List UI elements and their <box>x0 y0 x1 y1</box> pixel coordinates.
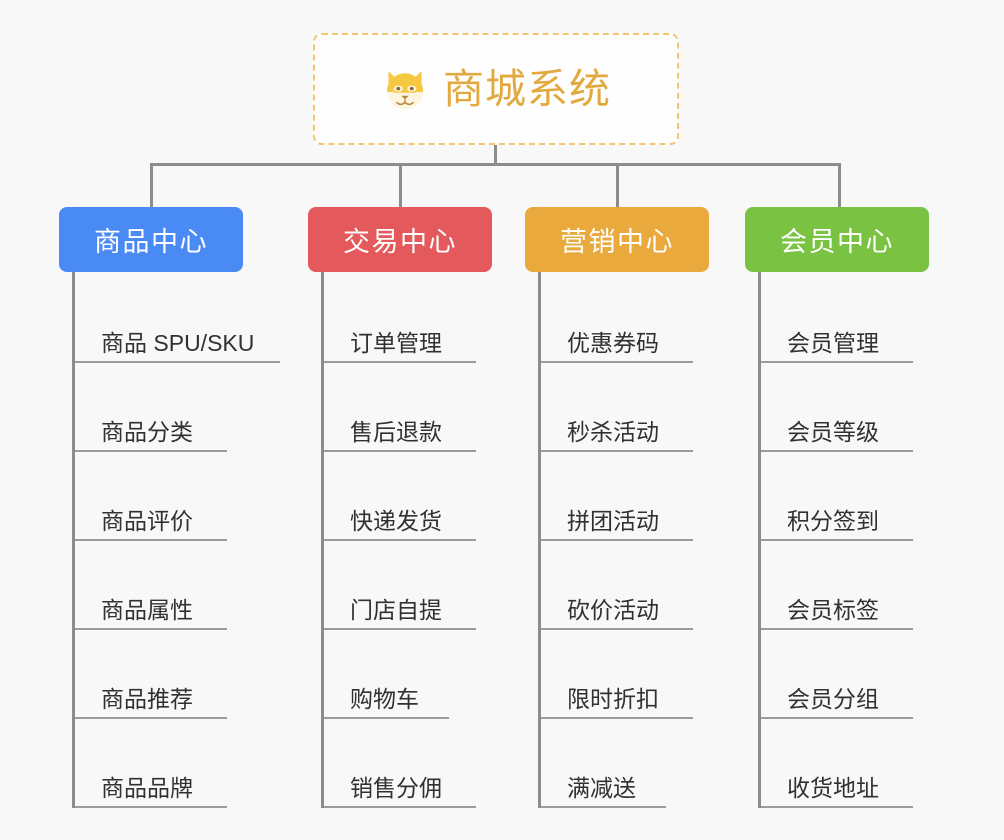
list-item[interactable]: 优惠券码 <box>541 274 709 363</box>
list-item[interactable]: 商品属性 <box>75 541 254 630</box>
list-item-rule <box>75 450 227 452</box>
list-item[interactable]: 拼团活动 <box>541 452 709 541</box>
root-node-title: 商城系统 <box>443 65 611 112</box>
column-items-product-center: 商品 SPU/SKU 商品分类 商品评价 商品属性 商品推荐 商品品牌 <box>72 272 280 808</box>
list-item-rule <box>75 628 227 630</box>
list-item[interactable]: 商品推荐 <box>75 630 254 719</box>
list-item-rule <box>541 628 693 630</box>
list-item-rule <box>324 628 476 630</box>
list-item-rule <box>324 361 476 363</box>
list-item-label: 商品 SPU/SKU <box>101 329 255 356</box>
column-header-label: 会员中心 <box>780 227 894 257</box>
list-item[interactable]: 购物车 <box>324 630 492 719</box>
list-item[interactable]: 快递发货 <box>324 452 492 541</box>
list-item-rule <box>324 450 476 452</box>
list-item-label: 收货地址 <box>787 774 879 801</box>
list-item-rule <box>541 806 666 808</box>
list-item[interactable]: 限时折扣 <box>541 630 709 719</box>
list-item-rule <box>75 717 227 719</box>
column-header-member-center[interactable]: 会员中心 <box>745 207 929 272</box>
list-item-rule <box>75 361 280 363</box>
list-item-rule <box>541 539 693 541</box>
connector-drop-marketing-center <box>616 163 619 209</box>
column-product-center: 商品中心 商品 SPU/SKU 商品分类 商品评价 商品属性 商品推荐 <box>59 207 280 808</box>
list-item-rule <box>324 539 476 541</box>
list-item-label: 拼团活动 <box>567 507 659 534</box>
list-item-rule <box>75 806 227 808</box>
list-item[interactable]: 会员分组 <box>761 630 929 719</box>
connector-root-stem <box>494 145 497 165</box>
list-item[interactable]: 售后退款 <box>324 363 492 452</box>
connector-drop-trade-center <box>399 163 402 209</box>
column-member-center: 会员中心 会员管理 会员等级 积分签到 会员标签 会员分组 <box>745 207 929 808</box>
list-item-label: 积分签到 <box>787 507 879 534</box>
list-item-rule <box>541 450 693 452</box>
column-header-label: 商品中心 <box>94 227 208 257</box>
list-item[interactable]: 会员管理 <box>761 274 929 363</box>
column-trade-center: 交易中心 订单管理 售后退款 快递发货 门店自提 购物车 <box>308 207 492 808</box>
list-item-rule <box>761 539 913 541</box>
list-item-label: 满减送 <box>567 774 636 801</box>
list-item-label: 快递发货 <box>350 507 442 534</box>
list-item-label: 订单管理 <box>350 329 442 356</box>
list-item-rule <box>761 806 913 808</box>
list-item[interactable]: 商品评价 <box>75 452 254 541</box>
list-item-label: 砍价活动 <box>567 596 659 623</box>
list-item-rule <box>541 717 693 719</box>
column-items-marketing-center: 优惠券码 秒杀活动 拼团活动 砍价活动 限时折扣 满减送 <box>538 272 709 808</box>
connector-drop-product-center <box>150 163 153 209</box>
list-item-label: 门店自提 <box>350 596 442 623</box>
list-item-label: 会员标签 <box>787 596 879 623</box>
column-header-label: 交易中心 <box>343 227 457 257</box>
list-item-label: 限时折扣 <box>567 685 659 712</box>
list-item[interactable]: 门店自提 <box>324 541 492 630</box>
shiba-dog-face-icon <box>387 71 423 110</box>
list-item-label: 商品属性 <box>101 596 193 623</box>
list-item-rule <box>324 806 476 808</box>
column-header-trade-center[interactable]: 交易中心 <box>308 207 492 272</box>
list-item[interactable]: 商品分类 <box>75 363 254 452</box>
list-item[interactable]: 砍价活动 <box>541 541 709 630</box>
root-node-shop-system[interactable]: 商城系统 <box>313 33 679 145</box>
list-item-label: 会员分组 <box>787 685 879 712</box>
list-item[interactable]: 收货地址 <box>761 719 929 808</box>
list-item[interactable]: 商品品牌 <box>75 719 254 808</box>
column-marketing-center: 营销中心 优惠券码 秒杀活动 拼团活动 砍价活动 限时折扣 <box>525 207 709 808</box>
list-item-rule <box>75 539 227 541</box>
column-items-trade-center: 订单管理 售后退款 快递发货 门店自提 购物车 销售分佣 <box>321 272 492 808</box>
list-item-rule <box>761 450 913 452</box>
list-item[interactable]: 会员等级 <box>761 363 929 452</box>
list-item-label: 优惠券码 <box>567 329 659 356</box>
list-item[interactable]: 会员标签 <box>761 541 929 630</box>
list-item-rule <box>324 717 449 719</box>
list-item-rule <box>761 628 913 630</box>
list-item-label: 购物车 <box>350 685 419 712</box>
list-item[interactable]: 积分签到 <box>761 452 929 541</box>
list-item-label: 商品推荐 <box>101 685 193 712</box>
column-header-label: 营销中心 <box>560 227 674 257</box>
list-item-rule <box>761 361 913 363</box>
list-item-label: 会员管理 <box>787 329 879 356</box>
list-item[interactable]: 商品 SPU/SKU <box>75 274 280 363</box>
column-header-product-center[interactable]: 商品中心 <box>59 207 243 272</box>
list-item-label: 售后退款 <box>350 418 442 445</box>
list-item-label: 秒杀活动 <box>567 418 659 445</box>
list-item[interactable]: 订单管理 <box>324 274 492 363</box>
list-item-label: 销售分佣 <box>350 774 442 801</box>
list-item-rule <box>761 717 913 719</box>
connector-drop-member-center <box>838 163 841 209</box>
list-item[interactable]: 满减送 <box>541 719 709 808</box>
list-item[interactable]: 秒杀活动 <box>541 363 709 452</box>
list-item-label: 商品评价 <box>101 507 193 534</box>
list-item-rule <box>541 361 693 363</box>
list-item-label: 会员等级 <box>787 418 879 445</box>
list-item-label: 商品分类 <box>101 418 193 445</box>
list-item[interactable]: 销售分佣 <box>324 719 492 808</box>
column-header-marketing-center[interactable]: 营销中心 <box>525 207 709 272</box>
list-item-label: 商品品牌 <box>101 774 193 801</box>
column-items-member-center: 会员管理 会员等级 积分签到 会员标签 会员分组 收货地址 <box>758 272 929 808</box>
connector-horizontal-bus <box>150 163 841 166</box>
